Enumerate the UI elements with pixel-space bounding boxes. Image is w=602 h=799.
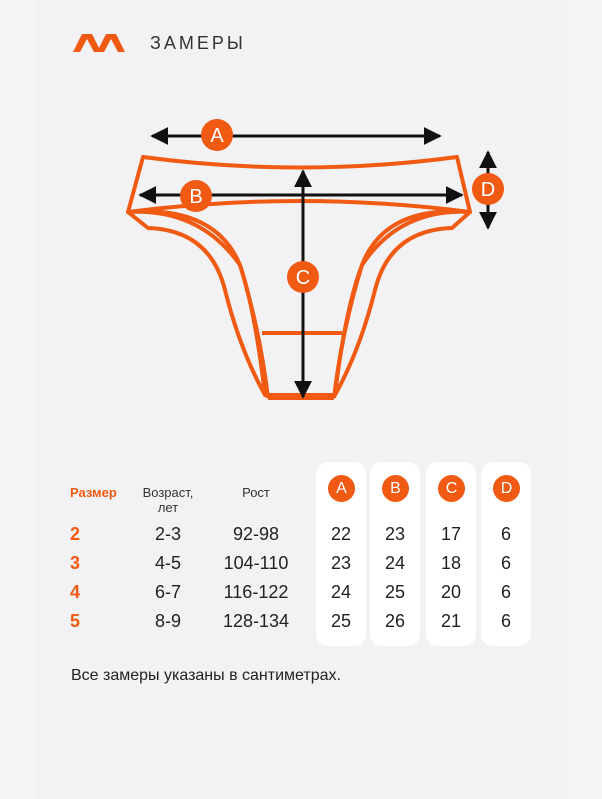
measure-cell: 18	[440, 553, 462, 573]
svg-text:A: A	[210, 125, 224, 147]
label-d-badge: D	[472, 173, 504, 205]
column-badge: A	[328, 475, 355, 502]
svg-text:C: C	[296, 267, 310, 289]
size-cell: 5	[70, 611, 81, 631]
measure-cell: 24	[330, 582, 352, 602]
measure-cell: 21	[440, 611, 462, 631]
height-cell: 92-98	[232, 524, 280, 544]
measurement-note: Все замеры указаны в сантиметрах.	[71, 667, 341, 684]
header-height: Рост	[242, 485, 270, 500]
page-title: ЗАМЕРЫ	[150, 33, 246, 53]
measure-cell: 17	[440, 524, 462, 544]
measure-cell: 6	[500, 553, 511, 573]
measure-cell: 20	[440, 582, 462, 602]
svg-text:D: D	[481, 179, 495, 201]
age-cell: 8-9	[154, 611, 181, 631]
measure-cell: 25	[384, 582, 406, 602]
measure-cell: 26	[384, 611, 406, 631]
measure-column-d: D	[481, 462, 531, 646]
height-cell: 116-122	[223, 582, 289, 602]
measure-cell: 6	[500, 582, 511, 602]
svg-text:B: B	[189, 186, 202, 208]
height-cell: 128-134	[222, 611, 290, 631]
measure-cell: 22	[330, 524, 352, 544]
brief-outline	[126, 209, 472, 397]
header-age: Возраст, лет	[142, 485, 194, 515]
age-cell: 6-7	[154, 582, 181, 602]
measure-cell: 6	[500, 611, 511, 631]
size-cell: 3	[70, 553, 81, 573]
measure-column-c: C	[426, 462, 476, 646]
double-arrow-logo-icon	[73, 34, 125, 52]
waistband-outline	[126, 155, 472, 214]
garment-diagram: A B C D	[126, 119, 504, 400]
height-cell: 104-110	[223, 553, 289, 573]
header-size: Размер	[70, 485, 117, 500]
measure-column-a: A	[316, 462, 366, 646]
measure-column-b: B	[370, 462, 420, 646]
label-c-badge: C	[287, 261, 319, 293]
column-badge: C	[438, 475, 465, 502]
measure-cell: 23	[330, 553, 352, 573]
label-a-badge: A	[201, 119, 233, 151]
measure-cell: 25	[330, 611, 352, 631]
age-cell: 4-5	[154, 553, 181, 573]
column-badge: B	[382, 475, 409, 502]
column-badge: D	[493, 475, 520, 502]
age-cell: 2-3	[154, 524, 181, 544]
measure-cell: 24	[384, 553, 406, 573]
measure-cell: 23	[384, 524, 406, 544]
measure-cell: 6	[500, 524, 511, 544]
size-cell: 2	[70, 524, 81, 544]
label-b-badge: B	[180, 180, 212, 212]
size-cell: 4	[70, 582, 81, 602]
